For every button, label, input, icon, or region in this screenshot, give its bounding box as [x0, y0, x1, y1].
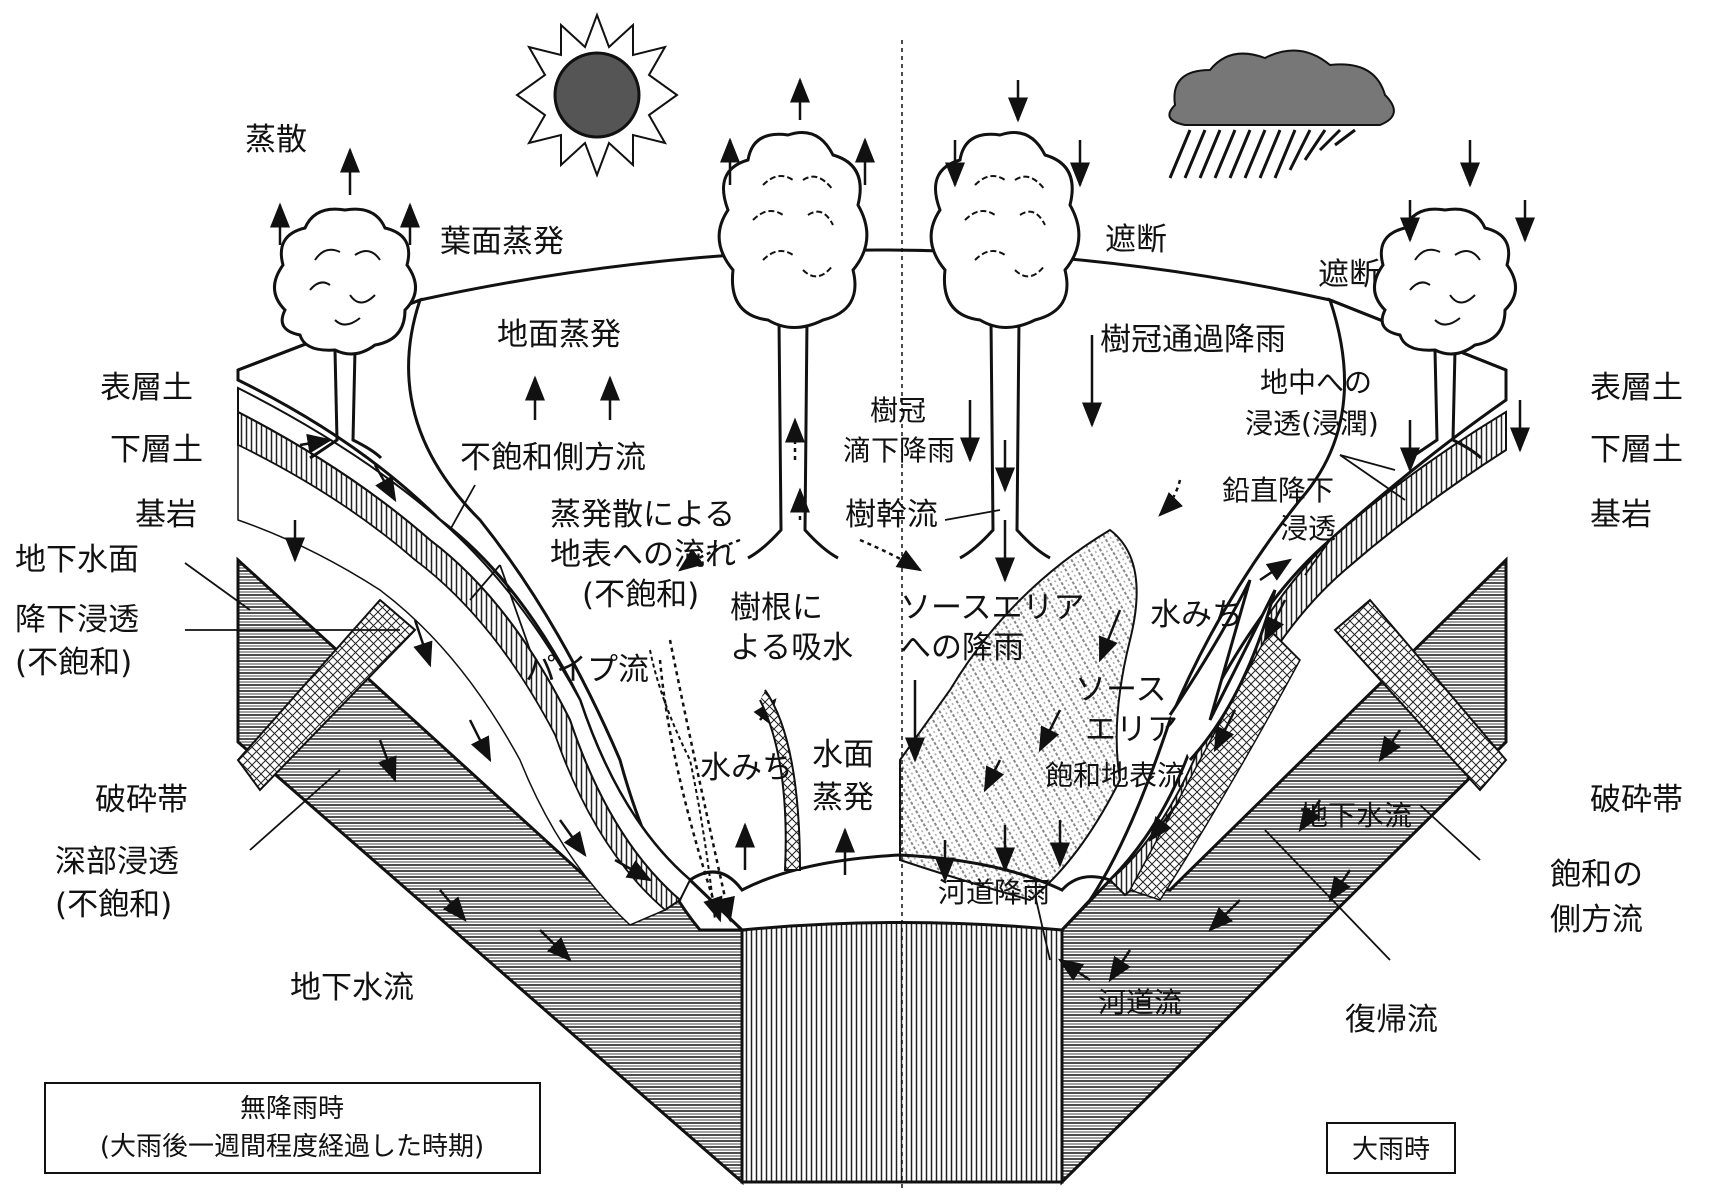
leader-lines: [184, 454, 1481, 961]
flow-arrows: [270, 77, 1535, 983]
subsoil-right-label: 下層土: [1590, 432, 1683, 468]
heavy-rain-period-label: 大雨時: [1352, 1135, 1430, 1165]
water-table-label: 地下水面: [15, 542, 139, 578]
no-rain-period-title: 無降雨時: [240, 1094, 344, 1124]
infiltration-label-1: 地中への: [1260, 366, 1372, 399]
root-uptake-label-1: 樹根に: [730, 590, 823, 626]
unsaturated-lateral-flow-label: 不飽和側方流: [460, 440, 646, 476]
vertical-percolation-label-2: 浸透: [1280, 512, 1336, 545]
source-rain-label-1: ソースエリア: [900, 590, 1084, 626]
ground-evaporation-label: 地面蒸発: [497, 317, 621, 353]
tree-icon: [929, 131, 1081, 560]
source-area: [899, 528, 1138, 902]
throughfall-label: 樹冠通過降雨: [1100, 322, 1286, 358]
source-area-label-1: ソース: [1075, 672, 1166, 708]
groundwater-flow-right-label: 地下水流: [1300, 799, 1412, 832]
fracture-zone-right-label: 破砕帯: [1590, 782, 1683, 818]
topsoil-right-label: 表層土: [1590, 370, 1683, 406]
right-fracture-zone: [1333, 598, 1508, 792]
water-path-right-label: 水みち: [1150, 597, 1243, 633]
evapo-flow-label-3: (不飽和): [582, 577, 699, 613]
heavy-rain-period-box: [1326, 1122, 1456, 1174]
left-bedrock-upper: [237, 443, 667, 926]
stemflow-label: 樹幹流: [845, 497, 938, 533]
canopy-drip-label-2: 滴下降雨: [843, 434, 955, 467]
tree-icon: [1373, 207, 1517, 460]
rain-cloud-icon: [1168, 49, 1395, 179]
no-rain-period-box: [44, 1082, 541, 1174]
channel-flow-label: 河道流: [1098, 986, 1182, 1019]
bedrock-left-label: 基岩: [135, 497, 197, 533]
water-surface-evap-label-1: 水面: [812, 737, 874, 773]
saturated-lateral-label-2: 側方流: [1550, 902, 1643, 938]
pipe-flow-label: パイプ流: [525, 652, 649, 688]
source-area-label-2: エリア: [1085, 712, 1178, 748]
block-center-face: [740, 921, 1064, 1184]
tree-icon: [717, 131, 869, 560]
source-rain-label-2: への降雨: [900, 630, 1024, 666]
water-path-left-label: 水みち: [700, 750, 793, 786]
subsoil-left-label: 下層土: [110, 432, 203, 468]
water-surface-evap-label-2: 蒸発: [812, 780, 874, 816]
pipe-flow-left: [649, 649, 716, 921]
percolation-label-2: (不飽和): [15, 645, 132, 681]
tree-icon: [273, 207, 417, 460]
saturated-overland-flow-label: 飽和地表流: [1045, 759, 1185, 792]
transpiration-label: 蒸散: [245, 122, 307, 158]
topsoil-left-label: 表層土: [100, 370, 193, 406]
bedrock-right-label: 基岩: [1590, 497, 1652, 533]
vertical-percolation-label-1: 鉛直降下: [1222, 474, 1334, 507]
left-fracture-zone: [236, 598, 417, 792]
leaf-evaporation-label: 葉面蒸発: [440, 224, 564, 260]
canopy-drip-label-1: 樹冠: [870, 394, 926, 427]
fracture-zone-left-label: 破砕帯: [95, 782, 188, 818]
evapo-flow-label-1: 蒸発散による: [550, 497, 735, 533]
deep-percolation-label-2: (不飽和): [55, 887, 172, 923]
evapo-flow-label-2: 地表への流れ: [550, 537, 736, 573]
infiltration-label-2: 浸透(浸潤): [1245, 407, 1379, 440]
percolation-label-1: 降下浸透: [15, 602, 139, 638]
interception-label-1: 遮断: [1105, 222, 1167, 258]
dotted-flow-arrows: [658, 417, 1183, 923]
sun-icon: [515, 12, 679, 178]
river-channel: [689, 853, 1111, 892]
deep-percolation-label-1: 深部浸透: [55, 844, 179, 880]
saturated-lateral-label-1: 飽和の: [1550, 857, 1643, 893]
right-water-path: [1168, 579, 1277, 762]
channel-rain-label: 河道降雨: [938, 876, 1050, 909]
root-uptake-label-2: よる吸水: [730, 630, 853, 666]
no-rain-period-subtitle: (大雨後一週間程度経過した時期): [100, 1132, 484, 1162]
ground-rim: [419, 248, 1331, 302]
return-flow-label: 復帰流: [1345, 1002, 1438, 1038]
interception-label-2: 遮断: [1318, 257, 1380, 293]
groundwater-flow-left-label: 地下水流: [290, 970, 414, 1006]
left-water-path: [759, 689, 802, 871]
